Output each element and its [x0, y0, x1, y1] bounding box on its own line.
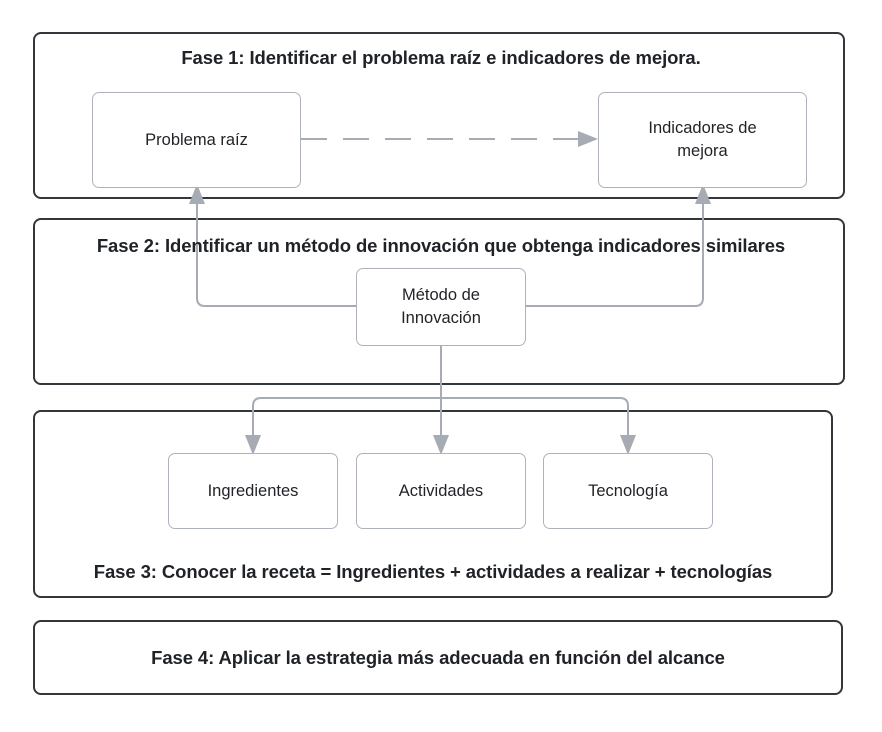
node-ingredientes[interactable]: Ingredientes: [168, 453, 338, 529]
node-metodo-innovacion-label-line1: Método de: [402, 286, 480, 305]
node-tecnologia-label: Tecnología: [588, 481, 668, 500]
node-metodo-innovacion-label-line2: Innovación: [401, 309, 481, 327]
node-ingredientes-label: Ingredientes: [207, 481, 299, 500]
node-problema-raiz[interactable]: Problema raíz: [92, 92, 301, 188]
node-metodo-innovacion[interactable]: Método de Innovación: [356, 268, 526, 346]
node-actividades-label: Actividades: [398, 481, 484, 500]
node-actividades[interactable]: Actividades: [356, 453, 526, 529]
node-indicadores-mejora[interactable]: Indicadores de mejora: [598, 92, 807, 188]
phase-4-container: [33, 620, 843, 695]
node-problema-raiz-label: Problema raíz: [145, 130, 248, 149]
node-tecnologia[interactable]: Tecnología: [543, 453, 713, 529]
node-indicadores-mejora-label-line1: Indicadores de: [648, 119, 757, 138]
node-indicadores-mejora-label-line2: mejora: [677, 142, 728, 160]
